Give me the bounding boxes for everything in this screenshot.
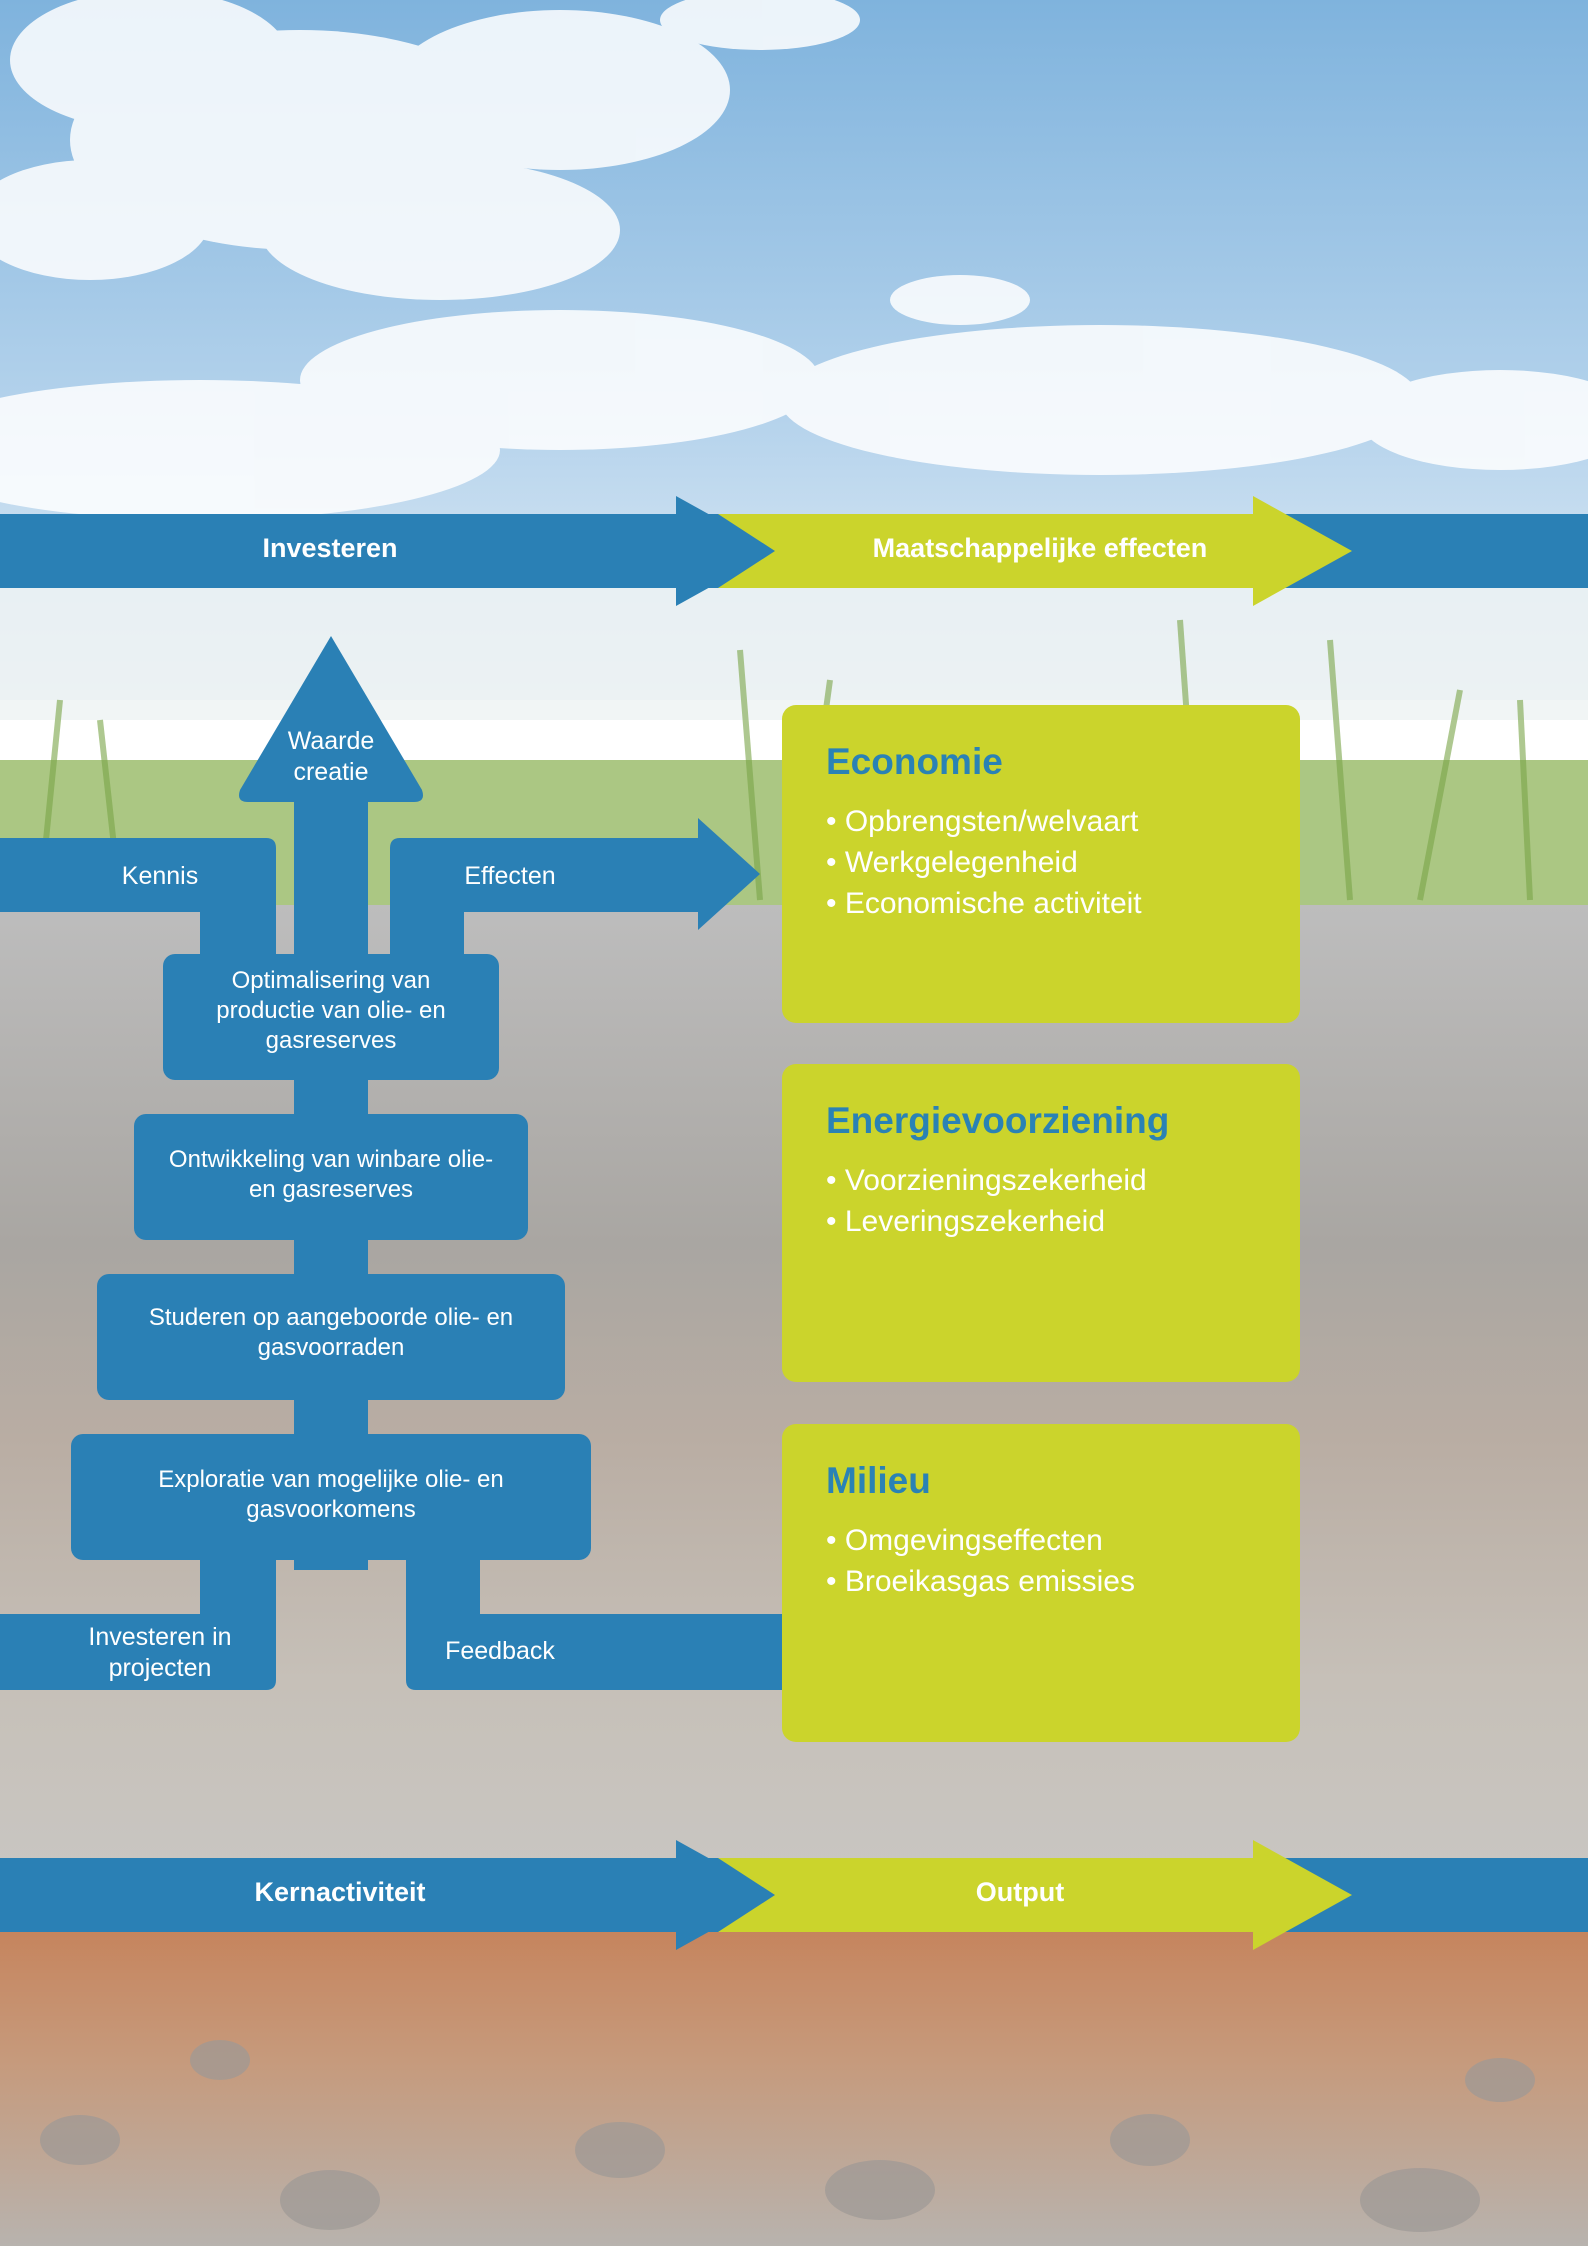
effects-branch	[390, 818, 760, 980]
bottom-band-lime-arrow	[718, 1840, 1352, 1950]
bottom-band-left-label: Kernactiviteit	[254, 1877, 426, 1907]
value-creation-arrowhead	[239, 636, 423, 802]
invest-projects-label: Investeren in projecten	[88, 1623, 232, 1683]
step-1-label: Optimalisering van productie van olie- e…	[216, 967, 446, 1054]
card-energy-list: Voorzieningszekerheid Leveringszekerheid	[826, 1160, 1147, 1242]
top-band-right-label: Maatschappelijke effecten	[872, 533, 1208, 563]
clouds	[0, 0, 1588, 520]
soil-layer	[0, 1875, 1588, 2246]
list-item: Opbrengsten/welvaart	[826, 801, 1142, 842]
top-band-lime-arrow	[718, 496, 1352, 606]
value-creation-label: Waarde creatie	[287, 727, 375, 787]
step-2-label: Ontwikkeling van winbare olie- en gasres…	[168, 1146, 494, 1203]
top-band-left-label: Investeren	[262, 533, 398, 563]
step-box-3	[97, 1274, 565, 1400]
list-item: Leveringszekerheid	[826, 1201, 1147, 1242]
list-item: Voorzieningszekerheid	[826, 1160, 1147, 1201]
knowledge-label: Kennis	[121, 862, 199, 890]
step-box-1	[163, 954, 499, 1080]
list-item: Broeikasgas emissies	[826, 1561, 1135, 1602]
step-4-label: Exploratie van mogelijke olie- en gasvoo…	[158, 1466, 504, 1523]
effects-label: Effecten	[464, 862, 556, 890]
bottom-band-right-label: Output	[975, 1877, 1065, 1907]
feedback-branch	[406, 1550, 790, 1690]
card-environment: Milieu Omgevingseffecten Broeikasgas emi…	[782, 1424, 1300, 1742]
card-energy-title: Energievoorziening	[826, 1100, 1170, 1141]
stones	[40, 2040, 1535, 2232]
step-box-2	[134, 1114, 528, 1240]
list-item: Werkgelegenheid	[826, 842, 1142, 883]
knowledge-branch	[0, 838, 276, 980]
card-environment-list: Omgevingseffecten Broeikasgas emissies	[826, 1520, 1135, 1602]
card-environment-title: Milieu	[826, 1460, 931, 1501]
card-economy-title: Economie	[826, 741, 1003, 782]
bottom-band-blue-arrow	[0, 1840, 775, 1950]
card-economy: Economie Opbrengsten/welvaart Werkgelege…	[782, 705, 1300, 1023]
list-item: Omgevingseffecten	[826, 1520, 1135, 1561]
invest-projects-branch	[0, 1550, 276, 1690]
card-economy-list: Opbrengsten/welvaart Werkgelegenheid Eco…	[826, 801, 1142, 924]
step-3-label: Studeren op aangeboorde olie- en gasvoor…	[148, 1304, 514, 1361]
list-item: Economische activiteit	[826, 883, 1142, 924]
top-band-blue-arrow	[0, 496, 775, 606]
card-energy: Energievoorziening Voorzieningszekerheid…	[782, 1064, 1300, 1382]
step-box-4	[71, 1434, 591, 1560]
feedback-label: Feedback	[445, 1637, 555, 1665]
